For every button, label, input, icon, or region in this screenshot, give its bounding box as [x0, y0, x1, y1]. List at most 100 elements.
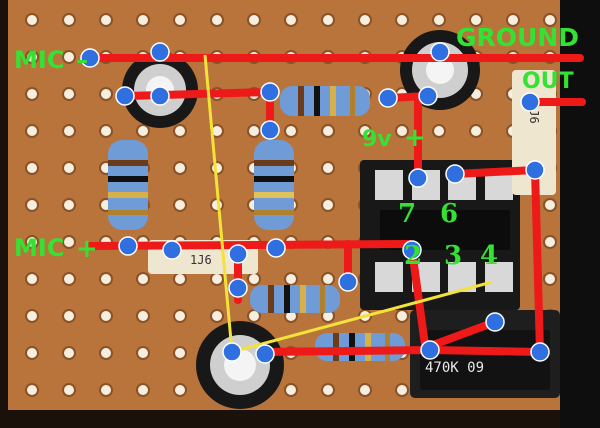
label-ground: GROUND — [456, 23, 579, 52]
board-hole — [136, 124, 150, 138]
board-hole — [543, 235, 557, 249]
board-hole — [136, 383, 150, 397]
board-hole — [25, 13, 39, 27]
cap-left-marking: 1J6 — [190, 253, 212, 267]
board-hole — [321, 13, 335, 27]
node — [525, 160, 545, 180]
label-supply: 9v — [362, 127, 392, 152]
node — [378, 88, 398, 108]
node — [222, 342, 242, 362]
board-hole — [284, 272, 298, 286]
node — [420, 340, 440, 360]
board-hole — [173, 161, 187, 175]
node — [118, 236, 138, 256]
electrolytic-capacitor-bottom — [196, 321, 284, 409]
board-hole — [136, 272, 150, 286]
node — [260, 120, 280, 140]
label-mic-minus-sign: – — [76, 46, 88, 74]
board-hole — [25, 272, 39, 286]
board-hole — [62, 383, 76, 397]
board-hole — [247, 124, 261, 138]
label-supply-sign: + — [404, 123, 426, 153]
board-edge-shadow — [560, 0, 600, 428]
node — [150, 42, 170, 62]
connection-labels: MIC – MIC + GROUND OUT 9v + — [14, 23, 579, 264]
pin-label-6: 6 — [440, 199, 458, 229]
node — [228, 244, 248, 264]
pin-label-3: 3 — [444, 241, 462, 271]
board-hole — [62, 161, 76, 175]
node — [80, 48, 100, 68]
board-hole — [432, 124, 446, 138]
board-hole — [173, 272, 187, 286]
board-hole — [247, 309, 261, 323]
board-hole — [25, 198, 39, 212]
board-hole — [210, 13, 224, 27]
board-hole — [321, 124, 335, 138]
trace-mic-minus-link — [121, 88, 274, 100]
board-hole — [395, 13, 409, 27]
board-hole — [25, 161, 39, 175]
board-hole — [25, 87, 39, 101]
board-hole — [62, 198, 76, 212]
node — [150, 86, 170, 106]
board-hole — [25, 346, 39, 360]
trace-pot-bottom — [426, 346, 544, 356]
board-hole — [99, 383, 113, 397]
board-hole — [25, 383, 39, 397]
node — [260, 82, 280, 102]
board-hole — [99, 309, 113, 323]
trace-bottom — [261, 346, 434, 356]
board-hole — [543, 13, 557, 27]
board-hole — [284, 124, 298, 138]
board-hole — [469, 13, 483, 27]
label-mic-plus-sign: + — [76, 234, 98, 264]
board-hole — [62, 309, 76, 323]
yellow-wire-1 — [203, 54, 234, 353]
resistor-horizontal-top — [280, 86, 370, 116]
board-hole — [395, 309, 409, 323]
board-hole — [99, 124, 113, 138]
pin-label-2: 2 — [404, 241, 422, 271]
yellow-wire-2 — [231, 280, 493, 354]
board-hole — [136, 346, 150, 360]
trace-right-vertical — [531, 166, 544, 356]
resistor-horizontal-mid — [250, 285, 340, 313]
board-hole — [469, 124, 483, 138]
board-hole — [62, 346, 76, 360]
board-hole — [99, 13, 113, 27]
board-hole — [284, 13, 298, 27]
node — [228, 278, 248, 298]
board-hole — [247, 272, 261, 286]
ic-socket — [360, 160, 520, 310]
board-hole — [99, 87, 113, 101]
trace-mic-plus — [86, 240, 414, 250]
trace-pin6-to-cap — [451, 166, 539, 178]
board-hole — [210, 272, 224, 286]
board-hole — [173, 124, 187, 138]
pot-marking: 470K 09 — [425, 360, 484, 376]
board-hole — [25, 309, 39, 323]
board-hole — [358, 124, 372, 138]
node — [445, 164, 465, 184]
pin-label-7: 7 — [398, 199, 416, 229]
board-hole — [284, 383, 298, 397]
label-mic-plus: MIC — [14, 234, 64, 262]
board-hole — [173, 346, 187, 360]
board-hole — [506, 13, 520, 27]
node — [255, 344, 275, 364]
board-hole — [62, 87, 76, 101]
node — [338, 272, 358, 292]
board-hole — [358, 13, 372, 27]
label-mic-minus: MIC — [14, 46, 64, 74]
board-hole — [136, 13, 150, 27]
node — [162, 240, 182, 260]
board-hole — [173, 198, 187, 212]
node — [418, 86, 438, 106]
board-hole — [543, 198, 557, 212]
board-hole — [62, 13, 76, 27]
ic-pin-labels: 7 6 2 3 4 — [398, 199, 498, 271]
resistor-vertical-left — [108, 140, 148, 230]
